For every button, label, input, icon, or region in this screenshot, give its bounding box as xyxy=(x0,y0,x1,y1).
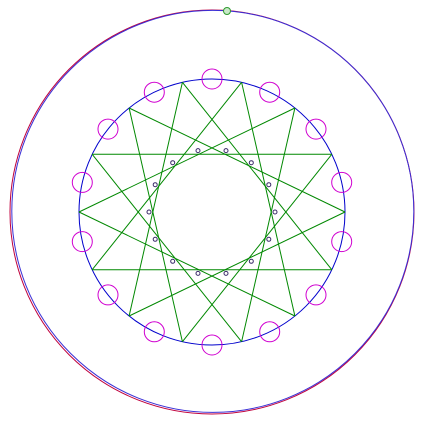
inner-dot xyxy=(146,209,152,215)
rim-circles xyxy=(71,68,353,356)
star-segment xyxy=(91,153,242,343)
outer-circle-blue xyxy=(11,9,415,413)
top-marker-group xyxy=(223,7,231,15)
star-segment xyxy=(182,153,333,343)
rim-circle xyxy=(331,171,353,193)
star-polygon xyxy=(78,81,346,343)
star-segment xyxy=(78,107,296,213)
rim-circle xyxy=(305,118,327,140)
rim-circle xyxy=(143,81,165,103)
inner-dot xyxy=(272,209,278,215)
top-marker xyxy=(223,7,231,15)
inner-dot xyxy=(152,236,158,242)
star-segment xyxy=(78,211,296,317)
rim-circle xyxy=(259,81,281,103)
rim-circle xyxy=(201,334,223,356)
star-segment xyxy=(128,107,346,213)
rim-circle xyxy=(201,68,223,90)
rim-circle xyxy=(71,171,93,193)
dot-ring xyxy=(146,148,278,276)
inner-dot xyxy=(248,258,254,264)
rim-circle xyxy=(305,284,327,306)
star-segment xyxy=(128,82,183,317)
rim-circle xyxy=(143,321,165,343)
inner-dot xyxy=(170,258,176,264)
star-segment xyxy=(182,81,333,271)
rim-circle xyxy=(331,231,353,253)
inner-dot xyxy=(266,182,272,188)
star-segment xyxy=(241,107,296,342)
inner-dot xyxy=(266,236,272,242)
rim-circle xyxy=(71,231,93,253)
inner-dot xyxy=(223,148,229,154)
rim-circle xyxy=(259,321,281,343)
inner-dot xyxy=(170,160,176,166)
rim-circle xyxy=(97,284,119,306)
inner-dot xyxy=(195,270,201,276)
star-segment xyxy=(91,81,242,271)
inner-dot xyxy=(223,270,229,276)
star-segment xyxy=(128,107,183,342)
rim-circle xyxy=(97,118,119,140)
inner-dot xyxy=(152,182,158,188)
star-segment xyxy=(128,211,346,317)
inner-dot xyxy=(195,148,201,154)
outer-ring xyxy=(9,9,415,415)
inner-dot xyxy=(248,160,254,166)
star-segment xyxy=(241,82,296,317)
